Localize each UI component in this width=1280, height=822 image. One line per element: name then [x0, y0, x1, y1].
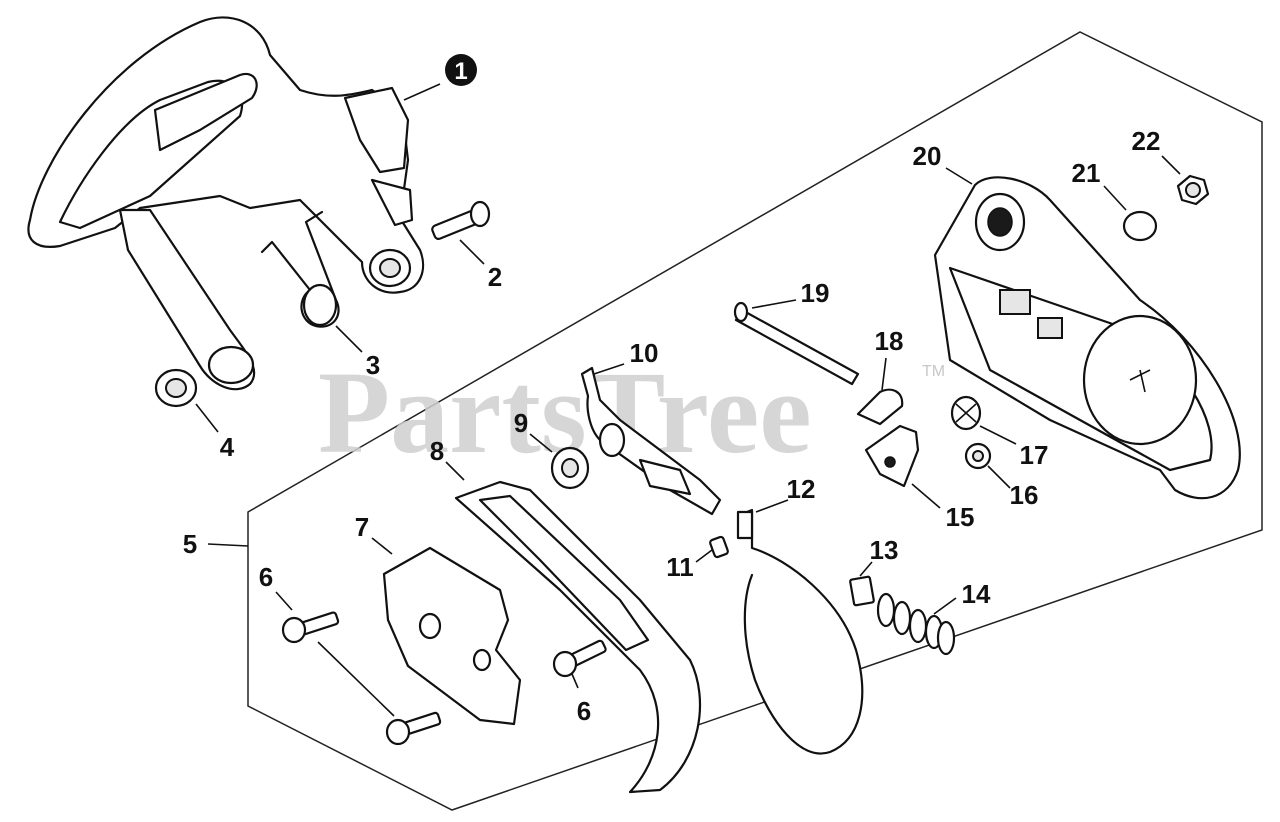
callout-10[interactable]: 10: [630, 338, 659, 368]
callout-22[interactable]: 22: [1132, 126, 1161, 156]
callout-21[interactable]: 21: [1072, 158, 1101, 188]
part-brake-band[interactable]: [736, 508, 864, 755]
part-pivot-bolt[interactable]: [431, 200, 491, 240]
part-torsion-spring[interactable]: [260, 210, 340, 328]
callout-4[interactable]: 4: [220, 432, 235, 462]
callout-12[interactable]: 12: [787, 474, 816, 504]
callout-9[interactable]: 9: [514, 408, 528, 438]
callout-17[interactable]: 17: [1020, 440, 1049, 470]
part-bar-plate[interactable]: [382, 546, 522, 726]
part-cone-stopper[interactable]: [856, 388, 904, 426]
part-brake-lever[interactable]: [864, 424, 920, 488]
part-bolt-upper[interactable]: [281, 611, 340, 644]
part-bar-nut[interactable]: [1176, 174, 1210, 206]
part-hand-guard[interactable]: [27, 16, 425, 391]
part-sleeve[interactable]: [550, 446, 590, 490]
part-retaining-clip[interactable]: [1122, 210, 1158, 242]
callout-1[interactable]: 1: [445, 54, 477, 86]
part-compression-spring[interactable]: [876, 592, 956, 656]
callout-11[interactable]: 11: [666, 552, 694, 582]
watermark-trademark: TM: [922, 363, 945, 380]
leader-lines: [195, 83, 1181, 717]
part-bolt-lower[interactable]: [385, 711, 442, 746]
svg-text:1: 1: [454, 58, 467, 85]
callout-3[interactable]: 3: [366, 350, 380, 380]
callout-20[interactable]: 20: [913, 141, 942, 171]
part-brake-link[interactable]: [580, 366, 722, 516]
callout-19[interactable]: 19: [801, 278, 830, 308]
callout-6-right[interactable]: 6: [577, 696, 591, 726]
callout-7[interactable]: 7: [355, 512, 369, 542]
callout-8[interactable]: 8: [430, 436, 444, 466]
kit-boundary-outline: [247, 31, 1263, 811]
part-spring-block[interactable]: [849, 575, 875, 607]
callout-15[interactable]: 15: [946, 502, 975, 532]
part-clutch-cover[interactable]: [933, 176, 1241, 500]
callout-2[interactable]: 2: [488, 262, 502, 292]
callout-18[interactable]: 18: [875, 326, 904, 356]
part-adjuster-gear[interactable]: [950, 395, 982, 431]
part-chain-guide[interactable]: [454, 480, 702, 794]
part-adjuster-washer[interactable]: [964, 442, 992, 470]
part-brake-shaft[interactable]: [733, 301, 860, 386]
callout-5[interactable]: 5: [183, 529, 197, 559]
callout-13[interactable]: 13: [870, 535, 899, 565]
part-bushing[interactable]: [154, 368, 198, 408]
part-pin[interactable]: [709, 535, 729, 559]
callout-14[interactable]: 14: [962, 579, 991, 609]
callout-16[interactable]: 16: [1010, 480, 1039, 510]
callout-1-badge: [445, 54, 477, 86]
callout-6-left[interactable]: 6: [259, 562, 273, 592]
part-bolt-middle[interactable]: [552, 639, 607, 678]
